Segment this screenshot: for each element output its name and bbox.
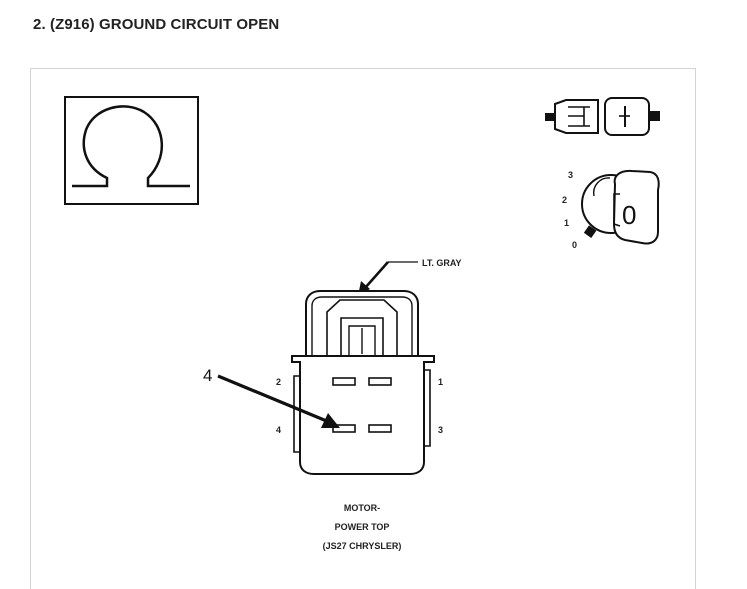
ignition-off-icon: 3 2 1 0 0	[562, 169, 660, 250]
terminal-3	[368, 424, 392, 433]
pin-label-2: 2	[276, 377, 281, 387]
connector-diagram: 3 2 1 0 0 LT. GRAY 2 1 4 3 4	[64, 96, 660, 551]
pin-label-3: 3	[438, 425, 443, 435]
switch-position-3: 3	[568, 170, 573, 180]
connector-caption: MOTOR- POWER TOP (JS27 CHRYSLER)	[323, 503, 402, 551]
caption-line-3: (JS27 CHRYSLER)	[323, 541, 402, 551]
disconnect-connector-icon	[545, 97, 660, 136]
terminal-4	[332, 424, 356, 433]
switch-position-0: 0	[572, 240, 577, 250]
switch-position-2: 2	[562, 195, 567, 205]
pin-label-4: 4	[276, 425, 281, 435]
callout-number: 4	[203, 366, 212, 385]
connector-body	[291, 290, 435, 475]
caption-line-1: MOTOR-	[344, 503, 380, 513]
terminal-cavities	[332, 377, 392, 433]
switch-position-1: 1	[564, 218, 569, 228]
wire-color-label: LT. GRAY	[422, 258, 462, 268]
key-position-label: 0	[622, 200, 636, 230]
terminal-2	[332, 377, 356, 386]
callout-arrow: 4	[203, 366, 340, 428]
caption-line-2: POWER TOP	[335, 522, 390, 532]
pin-label-1: 1	[438, 377, 443, 387]
terminal-1	[368, 377, 392, 386]
ohmmeter-icon	[64, 96, 199, 205]
page-title: 2. (Z916) GROUND CIRCUIT OPEN	[33, 16, 280, 33]
